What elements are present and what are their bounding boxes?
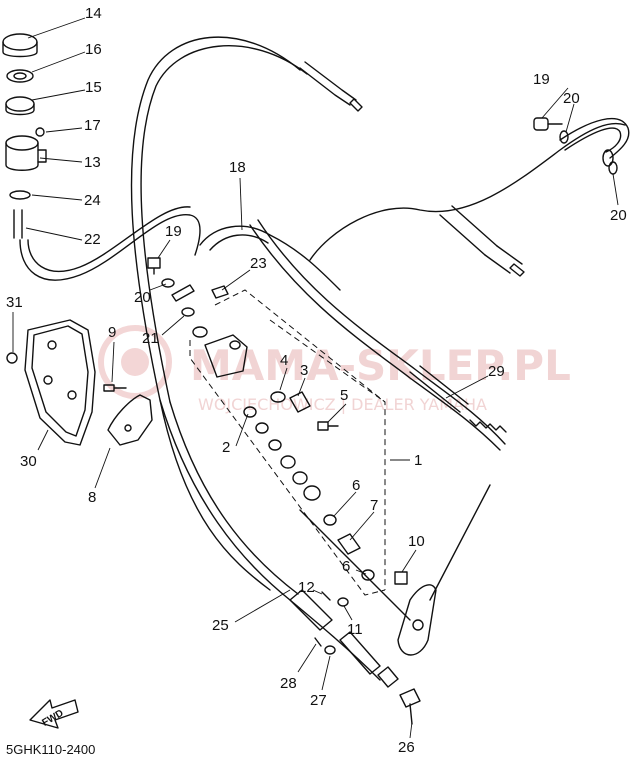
lever (397, 584, 437, 656)
throttle-cable-long-inner (140, 45, 308, 403)
callout-23: 23 (250, 255, 267, 272)
bolt-31 (6, 352, 18, 364)
clip-28 (314, 637, 322, 647)
callout-20-lower: 20 (610, 207, 627, 224)
callout-10: 10 (408, 533, 425, 550)
bolt-9 (103, 384, 127, 392)
watermark-main: MAMA-SKLEP.PL (190, 341, 571, 390)
reservoir-13 (5, 135, 39, 151)
screw-17 (35, 127, 45, 137)
cable-end-top (299, 61, 357, 106)
clamp-24 (9, 190, 31, 200)
plate-15 (5, 96, 35, 112)
callout-22: 22 (84, 231, 101, 248)
callout-15: 15 (85, 79, 102, 96)
washer-20-right (559, 130, 569, 144)
callout-13: 13 (84, 154, 101, 171)
elbow-pipe (559, 117, 630, 159)
callout-19-left: 19 (165, 223, 182, 240)
washer-6-upper (323, 514, 337, 526)
watermark: MAMA-SKLEP.PL WOJCIECHOWICZ | DEALER YAM… (98, 325, 571, 414)
callout-2: 2 (222, 439, 230, 456)
diaphragm-16 (6, 69, 34, 83)
callout-21: 21 (142, 330, 159, 347)
callout-20-right: 20 (563, 90, 580, 107)
hose-18 (199, 225, 341, 291)
callout-14: 14 (85, 5, 102, 22)
pump-body (204, 334, 248, 378)
callout-4: 4 (280, 352, 288, 369)
washer-11 (337, 597, 349, 607)
callout-20-left: 20 (134, 289, 151, 306)
cable-25 (159, 399, 381, 681)
callout-27: 27 (310, 692, 327, 709)
o-ring-4 (270, 391, 286, 403)
callout-11: 11 (347, 621, 363, 638)
clip-23 (211, 285, 229, 299)
callout-19-right: 19 (533, 71, 550, 88)
fwd-arrow (29, 699, 79, 729)
assembly-frame (189, 289, 386, 596)
watermark-sub: WOJCIECHOWICZ | DEALER YAMAHA (198, 395, 487, 414)
callout-6-upper: 6 (352, 477, 360, 494)
fwd-label: FWD (40, 708, 65, 729)
callout-18: 18 (229, 159, 246, 176)
bolt-19-left (147, 257, 161, 275)
cover-30 (24, 319, 96, 446)
callout-5: 5 (340, 387, 348, 404)
callout-9: 9 (108, 324, 116, 341)
pin-26 (399, 688, 421, 725)
hose-22 (19, 214, 201, 281)
callout-12: 12 (298, 579, 315, 596)
joint-7 (337, 533, 361, 555)
callout-26: 26 (398, 739, 415, 756)
bracket-8 (107, 394, 153, 446)
callout-3: 3 (300, 362, 308, 379)
callout-1: 1 (414, 452, 422, 469)
callout-8: 8 (88, 489, 96, 506)
callout-16: 16 (85, 41, 102, 58)
bolt-19-right (533, 117, 549, 131)
throttle-cable-long (130, 36, 301, 591)
cable-29 (249, 224, 501, 451)
callout-7: 7 (370, 497, 378, 514)
callout-30: 30 (20, 453, 37, 470)
bolt-5 (317, 421, 339, 431)
diagram-code: 5GHK110-2400 (6, 742, 95, 757)
washer-6-lower (361, 569, 375, 581)
callout-31: 31 (6, 294, 23, 311)
callout-28: 28 (280, 675, 297, 692)
hose-right (309, 122, 626, 261)
callout-24: 24 (84, 192, 101, 209)
callout-17: 17 (84, 117, 101, 134)
washer-27 (324, 645, 336, 655)
washer-21 (181, 307, 195, 317)
callout-25: 25 (212, 617, 229, 634)
washer-20-right-lower (608, 161, 618, 175)
callout-29: 29 (488, 363, 505, 380)
leader-lines (12, 17, 619, 739)
fitting-3 (289, 391, 311, 413)
pipe-22-short (13, 209, 23, 239)
pin-10 (394, 571, 408, 585)
clip-12 (321, 591, 331, 601)
callouts: 14 16 15 17 13 24 22 31 9 30 8 19 20 21 … (6, 5, 627, 756)
cable-29-spring (469, 419, 507, 433)
callout-6-lower: 6 (342, 558, 350, 575)
fitting (171, 284, 195, 302)
washer-20-left (161, 278, 175, 288)
